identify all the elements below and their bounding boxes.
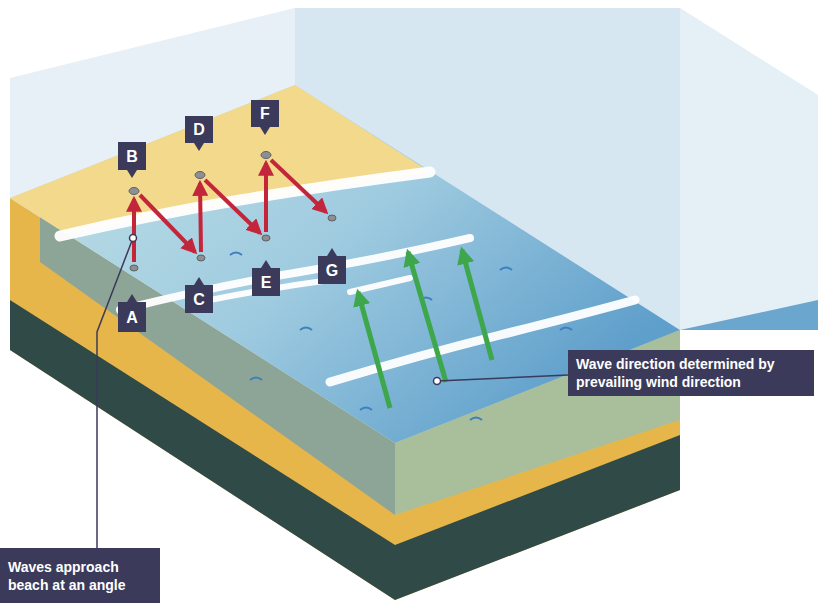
callout-letter-text: G bbox=[324, 261, 340, 280]
beach-sand bbox=[10, 85, 430, 233]
callout-letter-text: B bbox=[124, 147, 140, 166]
leader-line bbox=[437, 375, 568, 381]
callout-box: Wave direction determined by prevailing … bbox=[568, 350, 814, 396]
leader-line bbox=[97, 238, 133, 548]
wave-direction-arrow bbox=[358, 250, 492, 408]
sea-surface bbox=[680, 300, 818, 330]
pebble bbox=[129, 152, 336, 272]
callout-letter-text: E bbox=[258, 273, 274, 292]
callout-letter-text: C bbox=[191, 290, 207, 309]
callout-letter-text: D bbox=[191, 120, 207, 139]
leader-dot bbox=[130, 235, 137, 242]
callout-letter: B bbox=[118, 142, 146, 170]
callout-letter-text: F bbox=[257, 104, 273, 123]
callout-letter: A bbox=[118, 302, 146, 332]
callout-letter: F bbox=[251, 100, 279, 127]
callout-letter: G bbox=[318, 256, 346, 284]
callout-letter: E bbox=[252, 268, 280, 296]
leader-dot bbox=[434, 378, 441, 385]
callout-letter-text: A bbox=[124, 308, 140, 327]
wave-ripples bbox=[230, 253, 612, 421]
side-wall bbox=[680, 8, 818, 330]
drift-arrow bbox=[134, 160, 326, 262]
callout-letter: C bbox=[185, 285, 213, 313]
callout-letter: D bbox=[185, 116, 213, 143]
callout-text: Waves approach beach at an angle bbox=[8, 558, 152, 594]
surf bbox=[60, 172, 635, 382]
label-pointer bbox=[127, 127, 337, 302]
callout-text: Wave direction determined by prevailing … bbox=[576, 355, 806, 391]
callout-box: Waves approach beach at an angle bbox=[0, 548, 160, 603]
